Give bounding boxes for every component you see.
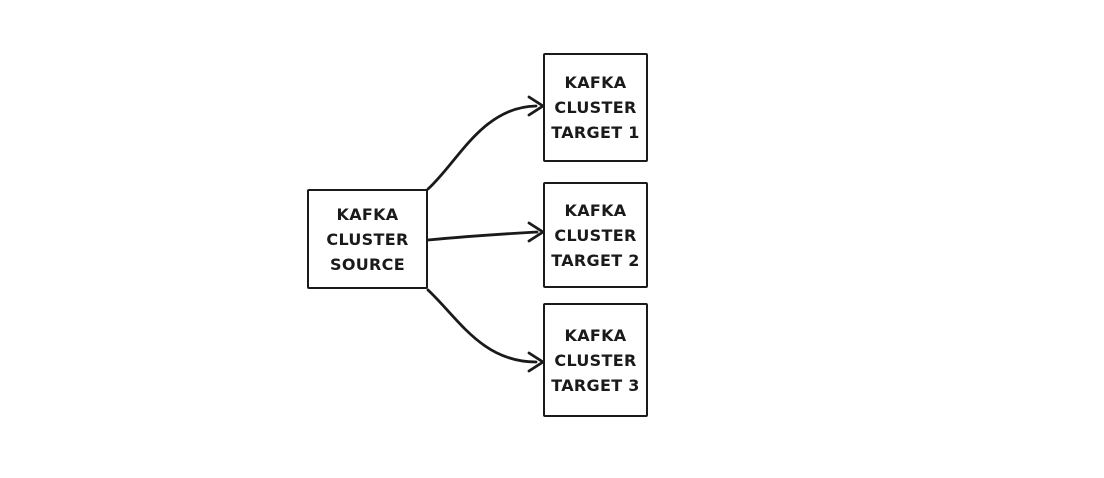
node-label-line: TARGET 1 xyxy=(551,123,640,142)
node-label-line: CLUSTER xyxy=(554,225,637,245)
node-label-line: CLUSTER xyxy=(554,98,637,117)
node-label-line: SOURCE xyxy=(330,254,405,274)
edge-source-to-target3 xyxy=(426,288,545,373)
node-label-line: KAFKA xyxy=(336,204,399,224)
node-label-line: CLUSTER xyxy=(326,229,409,249)
node-label-line: CLUSTER xyxy=(554,350,637,370)
node-kafka-cluster-source: KAFKA CLUSTER SOURCE xyxy=(307,189,428,289)
edge-source-to-target2 xyxy=(426,221,545,243)
node-label-line: TARGET 2 xyxy=(551,250,640,270)
edge-line-source-to-target2 xyxy=(426,230,539,242)
node-kafka-cluster-target-2: KAFKA CLUSTER TARGET 2 xyxy=(543,182,648,288)
node-label-line: KAFKA xyxy=(564,200,627,220)
node-kafka-cluster-target-1: KAFKA CLUSTER TARGET 1 xyxy=(543,53,648,162)
node-label-line: TARGET 3 xyxy=(551,375,640,395)
node-kafka-cluster-target-3: KAFKA CLUSTER TARGET 3 xyxy=(543,303,648,417)
edge-source-to-target1 xyxy=(426,95,545,191)
edge-line-source-to-target3 xyxy=(426,288,538,364)
node-label-line: KAFKA xyxy=(564,325,627,345)
edge-line-source-to-target1 xyxy=(426,104,538,191)
node-label-line: KAFKA xyxy=(564,73,627,92)
